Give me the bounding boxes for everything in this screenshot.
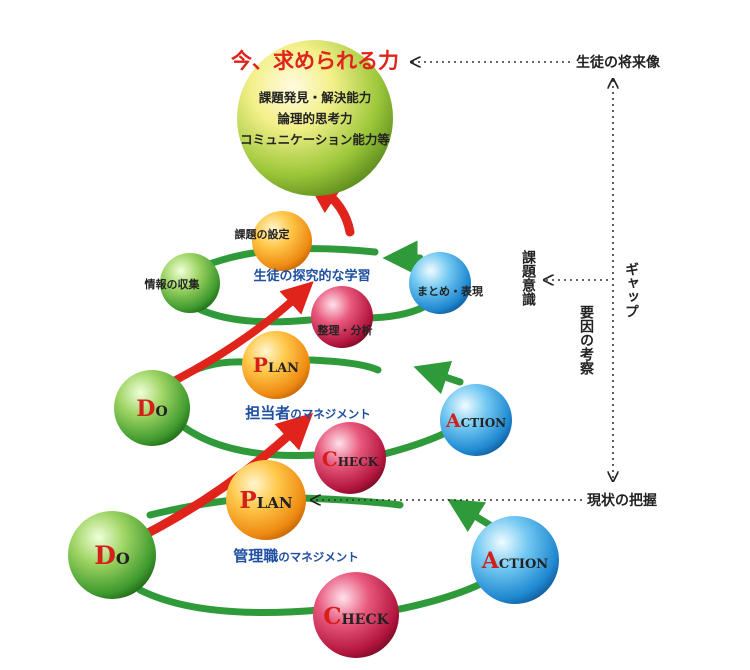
- node-set-task-label: 課題の設定: [235, 227, 290, 241]
- middle-plan-sphere: [242, 331, 310, 399]
- bottom-do-sphere: [68, 511, 156, 599]
- goal-item-2: 論理的思考力: [277, 111, 352, 126]
- side-current: 現状の把握: [587, 492, 657, 509]
- middle-check-sphere: [314, 422, 386, 494]
- bottom-cycle-center: 管理職のマネジメント: [233, 547, 359, 565]
- top-cycle-center: 生徒の探究的な学習: [253, 268, 370, 284]
- node-collect-label: 情報の収集: [145, 277, 201, 291]
- bottom-plan-sphere: [226, 460, 306, 540]
- middle-do-sphere: [114, 370, 190, 446]
- bottom-check-label: CHECK: [323, 603, 389, 630]
- middle-do-label: DO: [136, 396, 167, 422]
- goal-group: 今、求められる力 課題発見・解決能力 論理的思考力 コミュニケーション能力等: [231, 40, 399, 196]
- side-gap: ギャップ: [623, 262, 639, 318]
- bottom-action-sphere: [471, 516, 559, 604]
- goal-item-1: 課題発見・解決能力: [259, 90, 372, 105]
- middle-plan-label: PLAN: [253, 353, 299, 377]
- middle-check-label: CHECK: [322, 447, 379, 471]
- goal-sphere: [237, 40, 393, 196]
- bottom-cycle: PLAN DO ACTION CHECK 管理職のマネジメント: [68, 460, 559, 658]
- middle-action-sphere: [440, 384, 512, 456]
- bottom-action-label: ACTION: [481, 548, 549, 574]
- node-set-task: [252, 211, 312, 271]
- side-future: 生徒の将来像: [576, 54, 661, 71]
- middle-cycle: PLAN DO ACTION CHECK 担当者のマネジメント: [114, 331, 512, 494]
- side-annotations: [312, 62, 613, 500]
- goal-item-3: コミュニケーション能力等: [240, 132, 390, 147]
- bottom-do-label: DO: [94, 541, 130, 570]
- node-summarize-label: まとめ・表現: [417, 284, 483, 298]
- side-issue: 課題意識: [520, 249, 536, 307]
- node-collect: [160, 253, 220, 313]
- node-organize: [311, 286, 373, 348]
- top-cycle: 課題の設定 情報の収集 まとめ・表現 整理・分析 生徒の探究的な学習: [145, 211, 483, 348]
- node-summarize: [409, 252, 471, 314]
- goal-title: 今、求められる力: [231, 49, 399, 73]
- node-organize-label: 整理・分析: [317, 323, 373, 337]
- middle-orbit-arrow: [413, 360, 464, 395]
- middle-cycle-center: 担当者のマネジメント: [245, 404, 371, 422]
- side-factors: 要因の考察: [578, 305, 594, 376]
- bottom-plan-label: PLAN: [239, 487, 292, 514]
- middle-action-label: ACTION: [445, 410, 506, 432]
- bottom-check-sphere: [313, 572, 399, 658]
